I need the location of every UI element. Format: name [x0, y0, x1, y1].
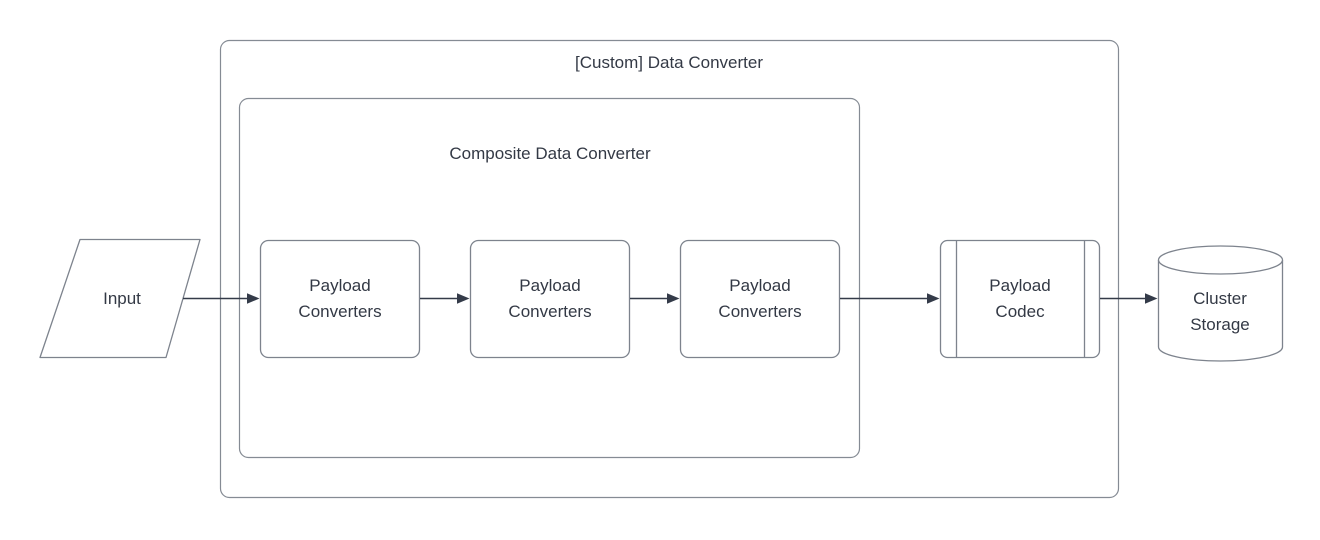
cluster-storage-label-line1: Cluster	[1193, 289, 1247, 308]
payload-converters-2-label-line1: Payload	[519, 276, 580, 295]
arrow-input-to-converter1	[183, 293, 260, 304]
custom-data-converter-container	[219, 39, 1120, 499]
payload-converters-box-2	[469, 239, 631, 359]
arrow-converter1-to-converter2	[420, 293, 470, 304]
payload-converters-3-label-line2: Converters	[718, 302, 801, 321]
cluster-storage-label-line2: Storage	[1190, 315, 1250, 334]
payload-codec-label-line2: Codec	[995, 302, 1045, 321]
cluster-storage-lid	[1157, 245, 1284, 275]
composite-data-converter-container	[238, 97, 861, 459]
arrow-converter3-to-codec	[840, 293, 940, 304]
composite-data-converter-label: Composite Data Converter	[449, 144, 651, 163]
arrow-converter2-to-converter3	[630, 293, 680, 304]
payload-codec-label-line1: Payload	[989, 276, 1050, 295]
arrow-codec-to-storage	[1100, 293, 1158, 304]
payload-codec-shape	[939, 239, 1101, 359]
payload-converters-2-label-line2: Converters	[508, 302, 591, 321]
payload-converters-1-label-line1: Payload	[309, 276, 370, 295]
input-shape	[39, 238, 201, 359]
payload-converters-1-label-line2: Converters	[298, 302, 381, 321]
cluster-storage-body	[1157, 260, 1284, 362]
custom-data-converter-label: [Custom] Data Converter	[575, 53, 763, 72]
input-label: Input	[103, 289, 141, 308]
payload-converters-box-3	[679, 239, 841, 359]
payload-converters-box-1	[259, 239, 421, 359]
payload-converters-3-label-line1: Payload	[729, 276, 790, 295]
